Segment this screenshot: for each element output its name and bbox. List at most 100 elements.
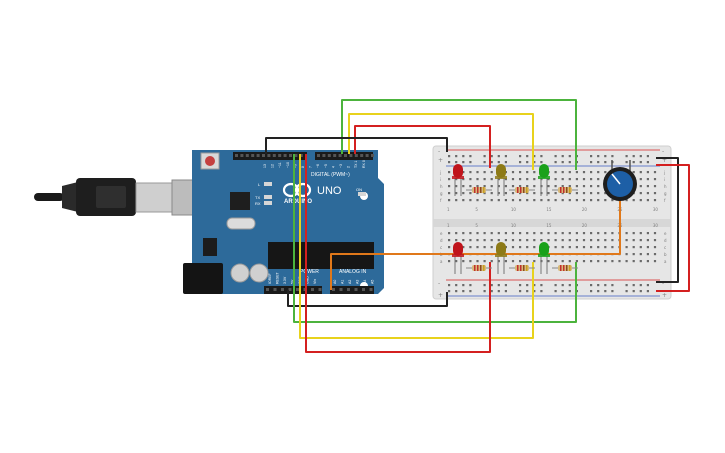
resistor-band <box>523 265 525 271</box>
header-pin[interactable] <box>262 154 265 157</box>
led-body <box>539 164 549 178</box>
arduino-logo <box>282 182 312 198</box>
wire-yellow-top[interactable] <box>348 113 534 170</box>
resistor[interactable] <box>466 187 492 193</box>
usb-plug-metal <box>135 182 175 213</box>
green-led-bottom[interactable] <box>538 242 550 274</box>
header-pin[interactable] <box>322 154 326 157</box>
wire-green-bottom[interactable] <box>293 154 577 323</box>
header-pin[interactable] <box>344 154 347 157</box>
wire-green-top[interactable] <box>341 99 577 170</box>
rail-plus-label: + <box>438 292 443 299</box>
resistor-band <box>566 265 568 271</box>
row-letter: j <box>663 170 665 175</box>
header-pin[interactable] <box>256 154 260 157</box>
resistor-band <box>483 265 485 271</box>
wire-black-top[interactable] <box>265 137 448 154</box>
rail-plus-label: + <box>662 292 667 299</box>
header-pin[interactable] <box>354 288 358 291</box>
resistor[interactable] <box>509 187 535 193</box>
analog-label: ANALOG IN <box>339 269 367 275</box>
header-pin[interactable] <box>281 288 284 291</box>
led-body <box>496 164 506 178</box>
header-pin[interactable] <box>240 154 244 157</box>
resistor[interactable] <box>552 187 578 193</box>
pin-label: A0 <box>333 280 337 284</box>
header-pin[interactable] <box>289 154 292 157</box>
resistor-band <box>517 187 519 193</box>
resistor[interactable] <box>552 265 578 271</box>
header-pin[interactable] <box>272 154 276 157</box>
column-number: 1 <box>447 207 450 212</box>
header-pin[interactable] <box>369 288 373 291</box>
potentiometer[interactable] <box>603 160 637 201</box>
resistor[interactable] <box>466 265 492 271</box>
red-led-bottom[interactable] <box>452 242 464 274</box>
header-pin[interactable] <box>318 288 322 291</box>
pin-label: 3.3V <box>283 276 287 284</box>
header-pin[interactable] <box>311 288 314 291</box>
header-pin[interactable] <box>332 288 335 291</box>
header-pin[interactable] <box>288 288 292 291</box>
header-pin[interactable] <box>278 154 282 157</box>
header-pin[interactable] <box>347 288 350 291</box>
crystal <box>226 217 256 230</box>
resistor-band <box>566 187 568 193</box>
arduino-uno-board[interactable]: ARDUINO UNO DIGITAL (PWM~) POWER ANALOG … <box>183 150 384 294</box>
wire-orange-signal[interactable] <box>330 200 621 290</box>
header-pin[interactable] <box>294 154 298 157</box>
header-pin[interactable] <box>283 154 287 157</box>
column-number: 1 <box>447 223 450 228</box>
header-pin[interactable] <box>273 288 277 291</box>
header-pin[interactable] <box>266 288 269 291</box>
digital-label: DIGITAL (PWM~) <box>311 172 350 178</box>
header-pin[interactable] <box>333 154 337 157</box>
resistor-band <box>520 187 522 193</box>
header-pin[interactable] <box>349 154 353 157</box>
column-number: 15 <box>546 207 552 212</box>
tx-led <box>264 195 272 199</box>
header-pin[interactable] <box>296 288 299 291</box>
header-pin[interactable] <box>362 288 365 291</box>
header-pin[interactable] <box>245 154 249 157</box>
resistor-band <box>560 265 562 271</box>
rail-minus-label: - <box>438 148 440 155</box>
wire-red-rail[interactable] <box>656 164 690 292</box>
wire-black-rail[interactable] <box>656 157 679 283</box>
header-pin[interactable] <box>371 154 374 157</box>
capacitor <box>230 263 250 283</box>
header-pin[interactable] <box>235 154 238 157</box>
header-pin[interactable] <box>365 154 369 157</box>
red-led-top[interactable] <box>452 164 464 196</box>
header-pin[interactable] <box>354 154 358 157</box>
column-number: 10 <box>511 207 517 212</box>
power-jack <box>183 263 223 294</box>
header-pin[interactable] <box>251 154 255 157</box>
header-pin[interactable] <box>317 154 320 157</box>
wire-red-top[interactable] <box>354 125 491 168</box>
header-pin[interactable] <box>339 288 343 291</box>
wire-red-bottom[interactable] <box>305 154 491 353</box>
led-rim <box>495 176 507 179</box>
resistor[interactable] <box>509 265 535 271</box>
green-led-top[interactable] <box>538 164 550 196</box>
wire-yellow-bottom[interactable] <box>299 154 534 339</box>
rail-plus-label: + <box>438 157 443 164</box>
header-pin[interactable] <box>338 154 342 157</box>
header-pin[interactable] <box>327 154 331 157</box>
row-letter: g <box>440 191 443 196</box>
header-pin[interactable] <box>299 154 303 157</box>
yellow-led-top[interactable] <box>495 164 507 196</box>
wire-black-bottom[interactable] <box>287 290 448 307</box>
pin-label: A4 <box>363 280 367 284</box>
header-pin[interactable] <box>360 154 364 157</box>
pin-label: RX 0 <box>362 160 366 168</box>
usb-cable[interactable] <box>34 178 197 216</box>
row-letter: b <box>664 252 667 257</box>
pin-label: A1 <box>341 280 345 284</box>
on-label: ON <box>356 187 362 192</box>
yellow-led-bottom[interactable] <box>495 242 507 274</box>
header-pin[interactable] <box>267 154 271 157</box>
